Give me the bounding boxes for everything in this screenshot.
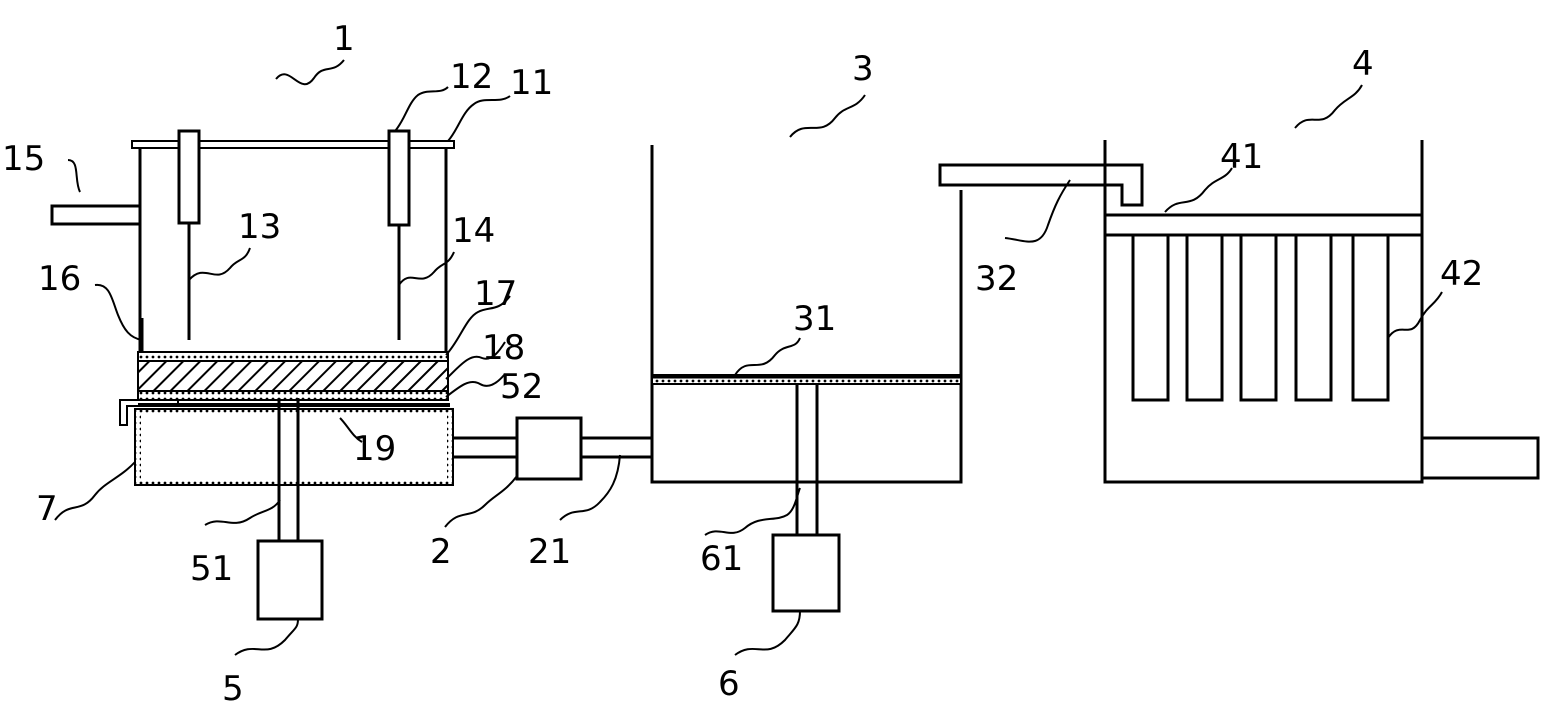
label-18: 18 [482, 328, 525, 368]
filter-element-1 [1131, 233, 1170, 402]
label-3: 3 [852, 49, 874, 89]
leader-lines [54, 59, 1443, 656]
filter-tank [1103, 140, 1540, 484]
label-31: 31 [793, 299, 836, 339]
inlet-pipe [50, 204, 140, 226]
settling-tank [650, 145, 1144, 613]
label-21: 21 [528, 532, 571, 572]
label-5: 5 [222, 669, 244, 709]
cover-plate [131, 140, 455, 149]
filter-element-3 [1239, 233, 1278, 402]
outlet-pipe [1422, 436, 1540, 480]
label-17: 17 [474, 274, 517, 314]
label-51: 51 [190, 549, 233, 589]
transfer-line [453, 416, 652, 481]
filter-tank-walls [1103, 140, 1424, 484]
label-14: 14 [452, 211, 495, 251]
label-7: 7 [36, 489, 58, 529]
lower-chamber-inner [141, 415, 447, 479]
filter-screen [651, 374, 962, 385]
label-32: 32 [975, 259, 1018, 299]
label-13: 13 [238, 207, 281, 247]
label-11: 11 [510, 63, 553, 103]
filter-element-5 [1351, 233, 1390, 402]
settling-tank-walls [650, 145, 963, 484]
support-frame [1103, 213, 1424, 237]
overflow-hook [119, 399, 179, 426]
label-16: 16 [38, 259, 81, 299]
label-1: 1 [333, 19, 355, 59]
electrode-left-holder [177, 129, 201, 225]
filter-layer [137, 360, 449, 392]
label-61: 61 [700, 539, 743, 579]
pump-5-pipe [277, 398, 300, 541]
filter-element-2 [1185, 233, 1224, 402]
label-12: 12 [450, 57, 493, 97]
membrane-layer [137, 351, 449, 362]
filter-element-4 [1294, 233, 1333, 402]
label-41: 41 [1220, 137, 1263, 177]
label-19: 19 [353, 429, 396, 469]
pump-6-pipe [795, 384, 819, 535]
support-layer [137, 390, 449, 401]
electrode-right-holder [387, 129, 411, 227]
overflow-trough [938, 163, 1144, 207]
reference-labels: 1 12 11 15 13 14 16 17 18 52 19 7 51 2 2… [2, 19, 1483, 709]
label-15: 15 [2, 139, 45, 179]
electrolytic-tank [50, 129, 455, 621]
label-2: 2 [430, 532, 452, 572]
label-4: 4 [1352, 44, 1374, 84]
label-6: 6 [718, 664, 740, 704]
pump-2 [515, 416, 583, 481]
pump-6 [771, 533, 841, 613]
label-42: 42 [1440, 254, 1483, 294]
label-52: 52 [500, 367, 543, 407]
pump-5 [256, 539, 324, 621]
